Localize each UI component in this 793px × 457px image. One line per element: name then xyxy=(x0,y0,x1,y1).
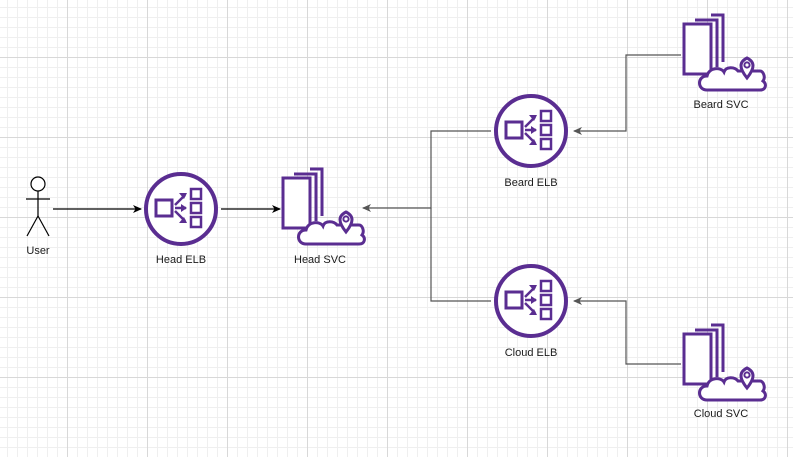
head-svc-service-icon[interactable] xyxy=(281,167,366,246)
head-elb-load-balancer-icon[interactable] xyxy=(144,172,218,246)
stick-figure-actor-icon[interactable] xyxy=(26,176,50,237)
cloud-elb-load-balancer-icon[interactable] xyxy=(494,264,568,338)
user-label: User xyxy=(26,245,50,257)
cloud-svc-label: Cloud SVC xyxy=(693,408,749,420)
edge-beard-svc-to-beard-elb xyxy=(573,54,681,135)
beard-svc-label: Beard SVC xyxy=(693,99,749,111)
head-svc-label: Head SVC xyxy=(294,254,346,266)
cloud-elb-label: Cloud ELB xyxy=(504,347,558,359)
edge-cloud-svc-to-cloud-elb xyxy=(573,297,681,365)
beard-elb-label: Beard ELB xyxy=(504,177,558,189)
cloud-svc-service-icon[interactable] xyxy=(682,323,767,402)
beard-elb-load-balancer-icon[interactable] xyxy=(494,94,568,168)
edge-cloud-elb-to-head-svc xyxy=(430,208,491,302)
edge-beard-elb-to-head-svc xyxy=(362,130,491,212)
beard-svc-service-icon[interactable] xyxy=(682,13,767,92)
head-elb-label: Head ELB xyxy=(155,254,207,266)
